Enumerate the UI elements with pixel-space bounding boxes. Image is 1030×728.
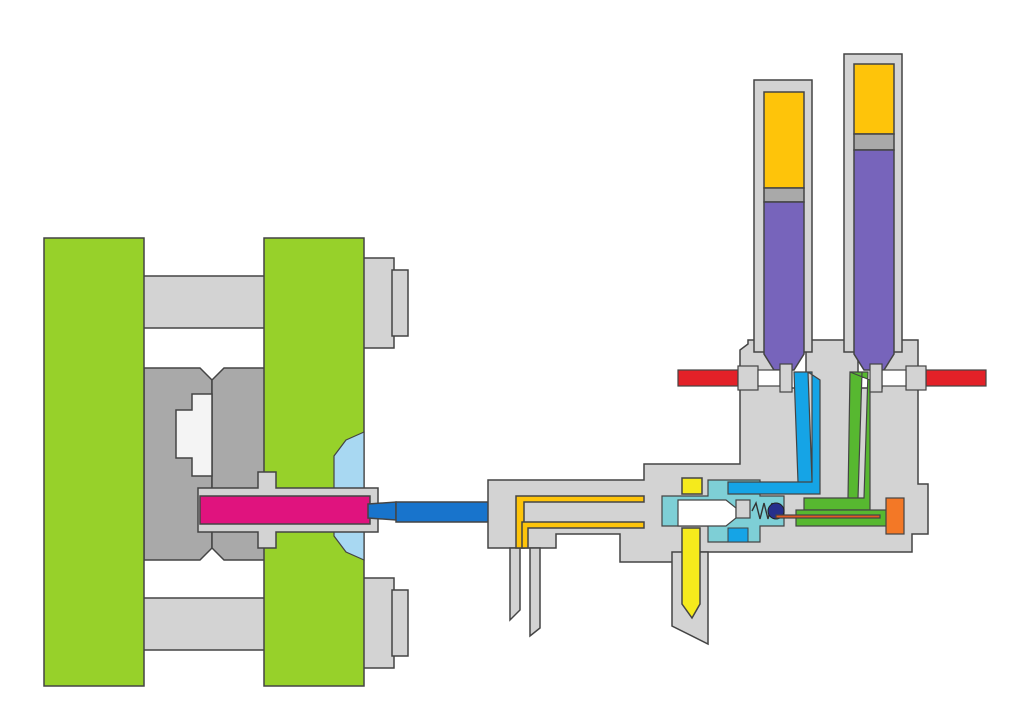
plunger-cylinder-right [843, 53, 903, 371]
feed-channel-right [803, 371, 871, 511]
feed-channel-left [727, 371, 821, 495]
heater-rod-right [869, 363, 987, 393]
tie-bar-bottom [139, 577, 409, 669]
blue-port [727, 527, 749, 543]
tie-bar-top [139, 257, 409, 349]
heater-rod-left [677, 363, 793, 393]
plunger-cylinder-left [753, 79, 813, 371]
return-spring [751, 500, 775, 520]
sprue-bushing [197, 471, 379, 549]
plunger-shaft [775, 497, 905, 535]
fixed-platen [43, 237, 145, 687]
check-valve [661, 479, 785, 543]
